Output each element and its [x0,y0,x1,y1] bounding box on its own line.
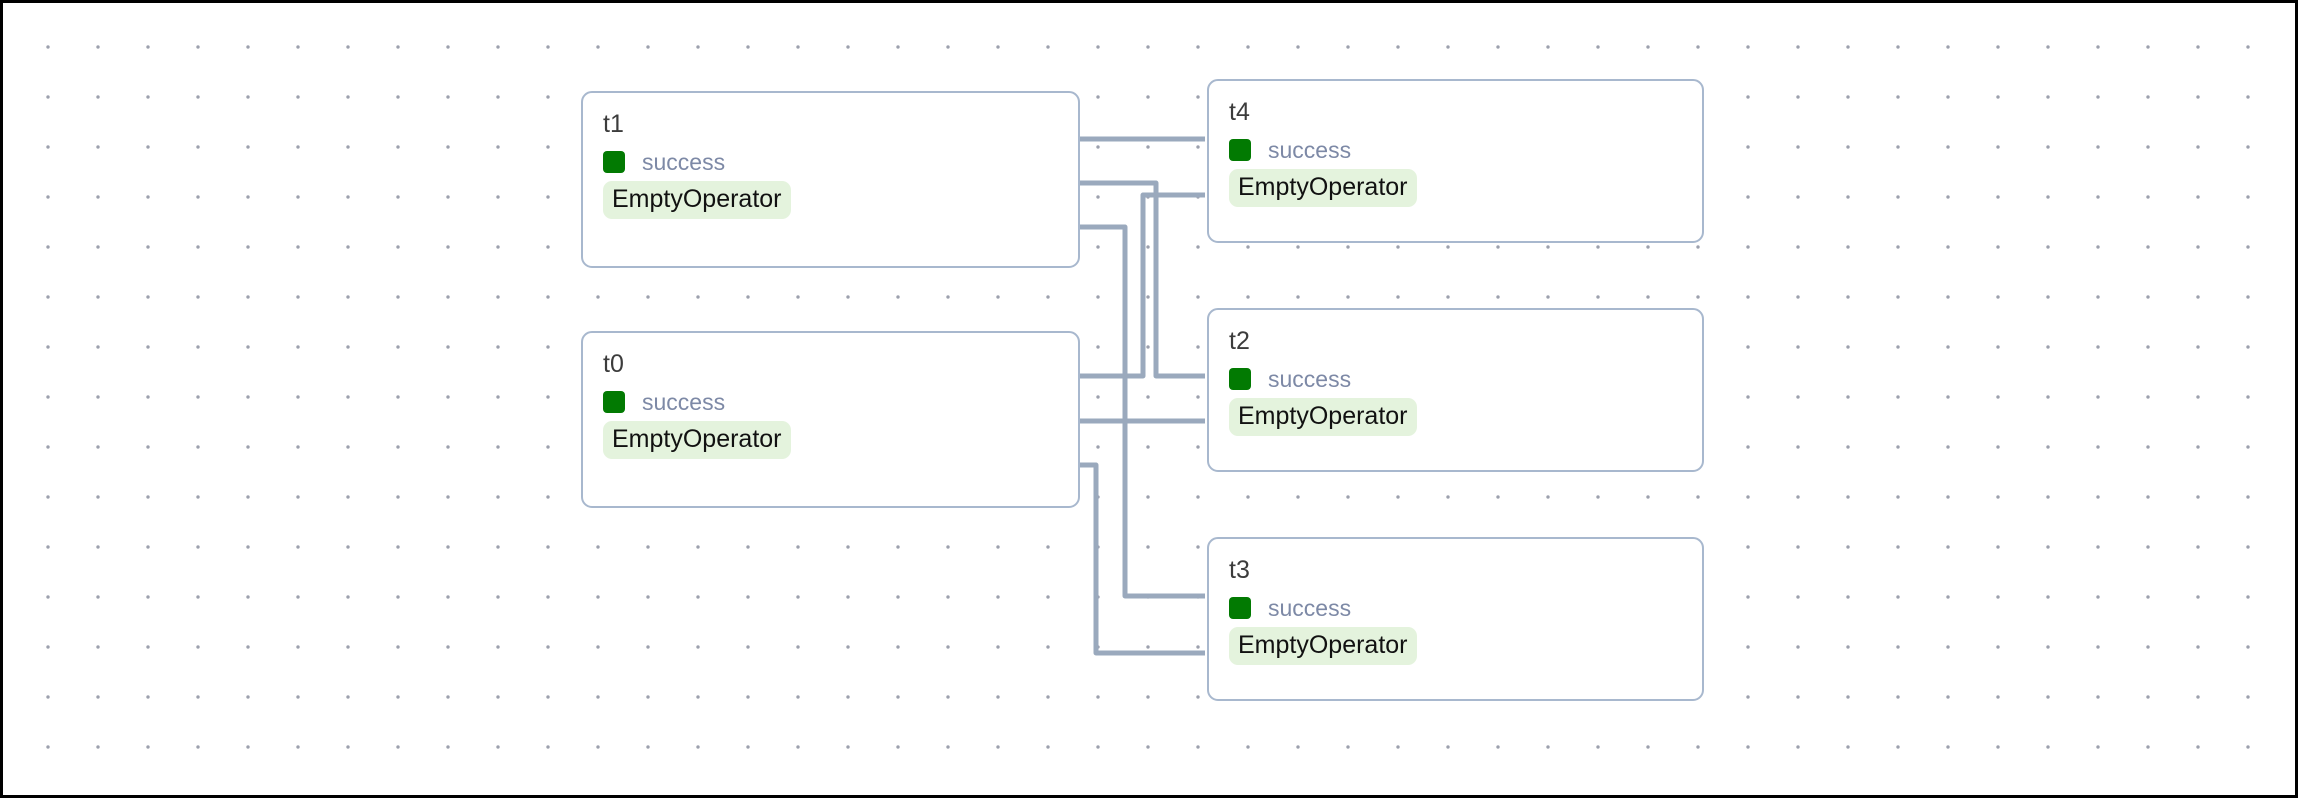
success-square-icon [1229,597,1251,619]
task-node-title: t2 [1229,327,1251,355]
task-node-status: success [1229,365,1692,393]
task-node-operator: EmptyOperator [1229,627,1417,665]
task-node-t1[interactable]: t1 success EmptyOperator [581,91,1080,268]
task-node-t2[interactable]: t2 success EmptyOperator [1207,308,1704,472]
edge-t0-t3 [1077,462,1205,656]
task-node-title: t1 [603,110,625,138]
success-square-icon [603,151,625,173]
task-node-title: t0 [603,350,625,378]
task-node-operator: EmptyOperator [1229,169,1417,207]
edge-t1-t2 [1077,180,1205,379]
task-node-t4[interactable]: t4 success EmptyOperator [1207,79,1704,243]
edge-t1-t3 [1077,224,1205,599]
task-node-operator: EmptyOperator [603,181,791,219]
graph-canvas[interactable]: t1 success EmptyOperator t0 success Empt… [3,3,2295,795]
task-node-status-label: success [642,149,726,175]
task-node-operator: EmptyOperator [1229,398,1417,436]
success-square-icon [1229,368,1251,390]
task-node-t3[interactable]: t3 success EmptyOperator [1207,537,1704,701]
task-node-title: t3 [1229,556,1251,584]
task-node-status: success [1229,594,1692,622]
task-node-status-label: success [1268,366,1352,392]
edge-layer [1077,136,1205,656]
success-square-icon [1229,139,1251,161]
task-node-status: success [603,388,1068,416]
task-node-status: success [1229,136,1692,164]
task-node-t0[interactable]: t0 success EmptyOperator [581,331,1080,508]
task-node-status: success [603,148,1068,176]
task-node-title: t4 [1229,98,1251,126]
task-node-status-label: success [1268,595,1352,621]
task-node-status-label: success [1268,137,1352,163]
task-node-operator: EmptyOperator [603,421,791,459]
success-square-icon [603,391,625,413]
task-node-status-label: success [642,389,726,415]
edge-t0-t4 [1077,192,1205,379]
